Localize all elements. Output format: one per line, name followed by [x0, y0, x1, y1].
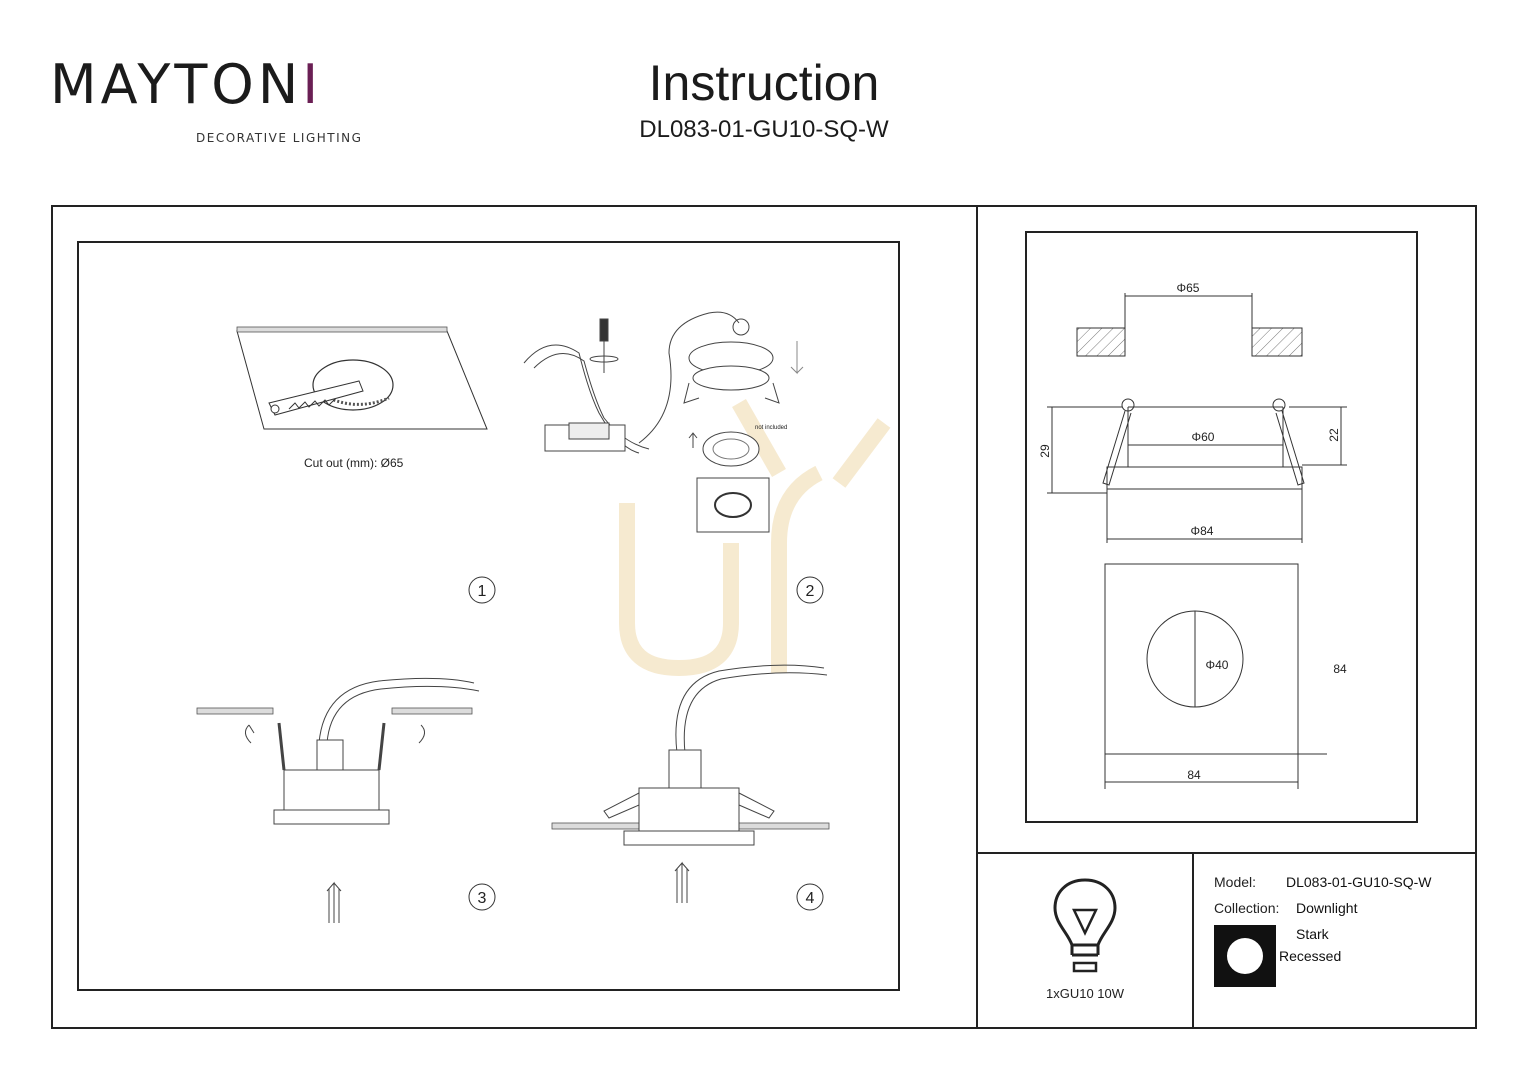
type-value: Recessed: [1279, 948, 1342, 964]
dim-aperture: Φ40: [1206, 658, 1229, 672]
step4-drawing: [551, 664, 830, 903]
dim-inner-diameter: Φ60: [1192, 430, 1215, 444]
panel-divider-vertical: [976, 205, 978, 1029]
dimension-diagram: Φ65 Φ60 29 22 Φ84 Φ40 84 84: [1038, 281, 1347, 789]
installation-diagram: not included 1 2 3 4 Cut out (: [196, 311, 891, 923]
dim-square-height: 84: [1333, 662, 1347, 676]
product-thumbnail-icon: [1214, 925, 1276, 987]
step2-drawing: [523, 311, 804, 533]
brand-tagline: DECORATIVE LIGHTING: [196, 131, 363, 145]
page-title: Instruction: [648, 55, 880, 111]
series-value: Stark: [1296, 926, 1329, 942]
dimensions-panel: [1025, 231, 1418, 823]
dim-height-total: 29: [1038, 444, 1052, 458]
brand-logo: MAYTONI: [50, 53, 323, 116]
cutout-label: Cut out (mm): Ø65: [304, 456, 404, 470]
top-view: [1104, 563, 1327, 789]
lamp-spec: 1xGU10 10W: [1046, 986, 1125, 1001]
step3-drawing: [196, 677, 480, 923]
model-value: DL083-01-GU10-SQ-W: [1286, 874, 1432, 890]
collection-label: Collection:: [1214, 900, 1280, 916]
step-4-number: 4: [806, 890, 815, 907]
side-view: [1047, 398, 1347, 543]
bulb-icon: [1053, 878, 1117, 973]
dim-cutout: Φ65: [1177, 281, 1200, 295]
cutout-section: [1076, 293, 1303, 357]
model-label: Model:: [1214, 874, 1257, 890]
step-numbers: [468, 576, 824, 911]
step-3-number: 3: [478, 890, 487, 907]
watermark-logo: [619, 399, 891, 677]
step-2-number: 2: [806, 583, 815, 600]
panel-divider-horizontal: [976, 852, 1477, 854]
collection-value: Downlight: [1296, 900, 1358, 916]
outer-frame: [51, 205, 1477, 1029]
spec-divider: [1192, 852, 1194, 1029]
step1-drawing: [236, 326, 488, 430]
step-1-number: 1: [478, 583, 487, 600]
installation-panel: [77, 241, 900, 991]
dim-height-spring: 22: [1327, 428, 1341, 442]
model-code-heading: DL083-01-GU10-SQ-W: [639, 116, 889, 143]
dim-square-width: 84: [1187, 768, 1201, 782]
not-included-note: not included: [755, 425, 787, 431]
dim-outer-diameter: Φ84: [1191, 524, 1214, 538]
